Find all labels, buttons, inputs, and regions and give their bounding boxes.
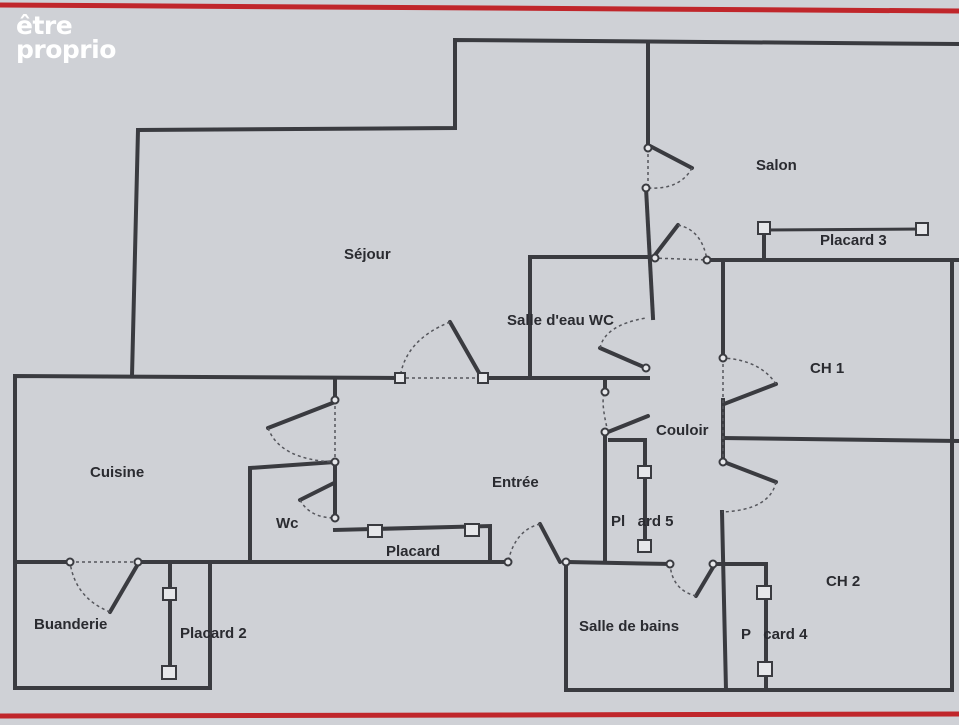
logo-line-1: être [16, 11, 73, 40]
markers [65, 143, 929, 680]
door-swings [69, 148, 777, 613]
label-ch1: CH 1 [810, 360, 844, 377]
label-buanderie: Buanderie [34, 616, 107, 633]
label-cuisine: Cuisine [90, 464, 144, 481]
label-sejour: Séjour [344, 246, 391, 263]
doors [108, 144, 778, 614]
label-wc: Wc [276, 515, 299, 532]
top-red-border [0, 2, 959, 14]
label-placard-4: P card 4 [741, 626, 808, 643]
label-couloir: Couloir [656, 422, 709, 439]
label-entree: Entrée [492, 474, 539, 491]
etre-proprio-logo: être proprio [16, 11, 116, 64]
label-salon: Salon [756, 157, 797, 174]
logo-line-2: proprio [16, 35, 116, 64]
label-placard-3: Placard 3 [820, 232, 887, 249]
label-placard: Placard [386, 543, 440, 560]
label-salle-eau: Salle d'eau WC [507, 312, 614, 329]
label-placard-5: Pl ard 5 [611, 513, 674, 530]
label-placard-2: Placard 2 [180, 625, 247, 642]
label-ch2: CH 2 [826, 573, 860, 590]
label-salle-bains: Salle de bains [579, 618, 679, 635]
bottom-red-border [0, 711, 959, 719]
